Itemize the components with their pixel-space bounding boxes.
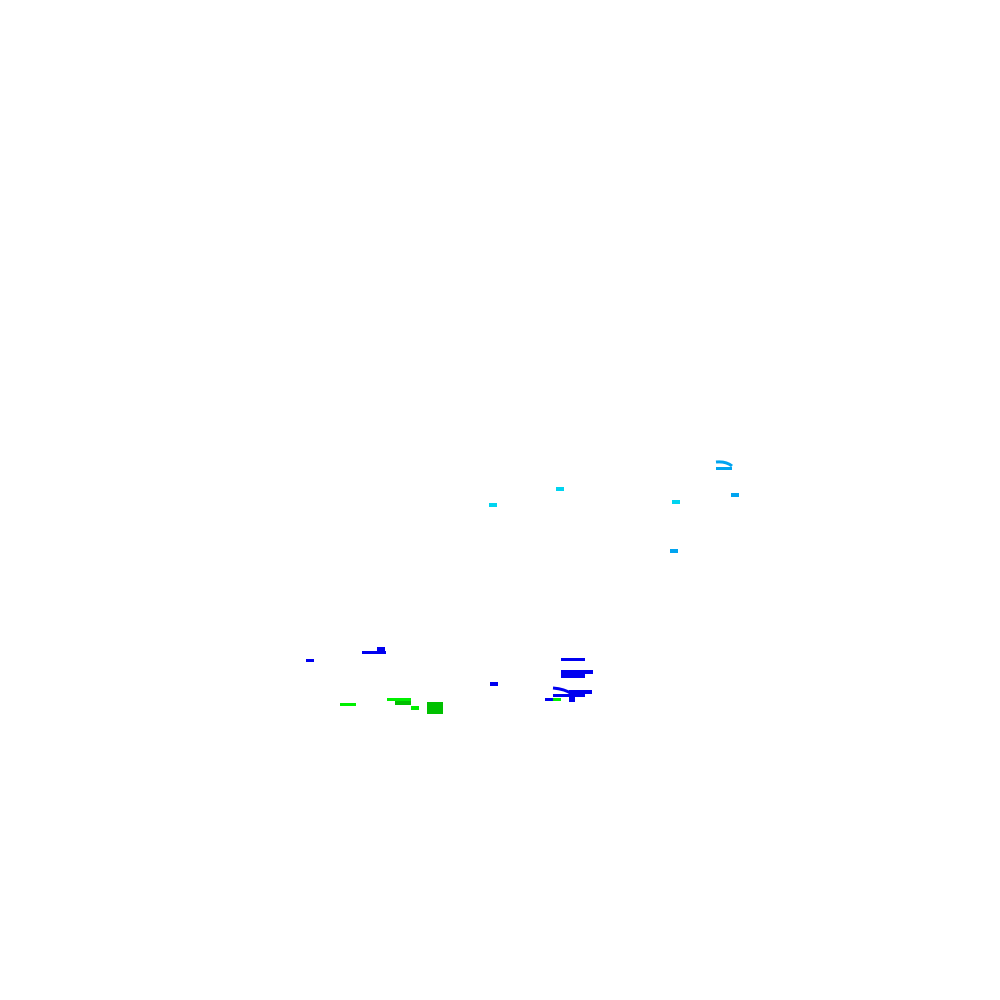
blue-fragment [377, 647, 385, 651]
green-fragment [387, 698, 411, 701]
cyan-fragment [670, 549, 678, 553]
blue-fragment [490, 682, 498, 686]
green-fragment [395, 701, 411, 705]
blue-fragment [362, 651, 386, 654]
cyan-fragment [489, 503, 497, 507]
cyan-fragment [716, 467, 732, 470]
blue-fragment [561, 674, 585, 678]
blue-fragment [561, 658, 585, 661]
green-fragment [427, 702, 443, 714]
blue-fragment [569, 690, 592, 694]
blue-fragment [545, 698, 553, 701]
blue-fragment [561, 670, 593, 674]
cyan-fragment [731, 493, 739, 497]
blue-fragment [306, 659, 314, 662]
green-fragment [340, 703, 356, 706]
green-fragment [553, 698, 561, 701]
cyan-fragment [672, 500, 680, 504]
blue-fragment [553, 694, 585, 697]
blue-fragment [569, 697, 575, 702]
cyan-fragment [715, 460, 733, 468]
cyan-fragment [556, 487, 564, 491]
green-fragment [411, 706, 419, 710]
